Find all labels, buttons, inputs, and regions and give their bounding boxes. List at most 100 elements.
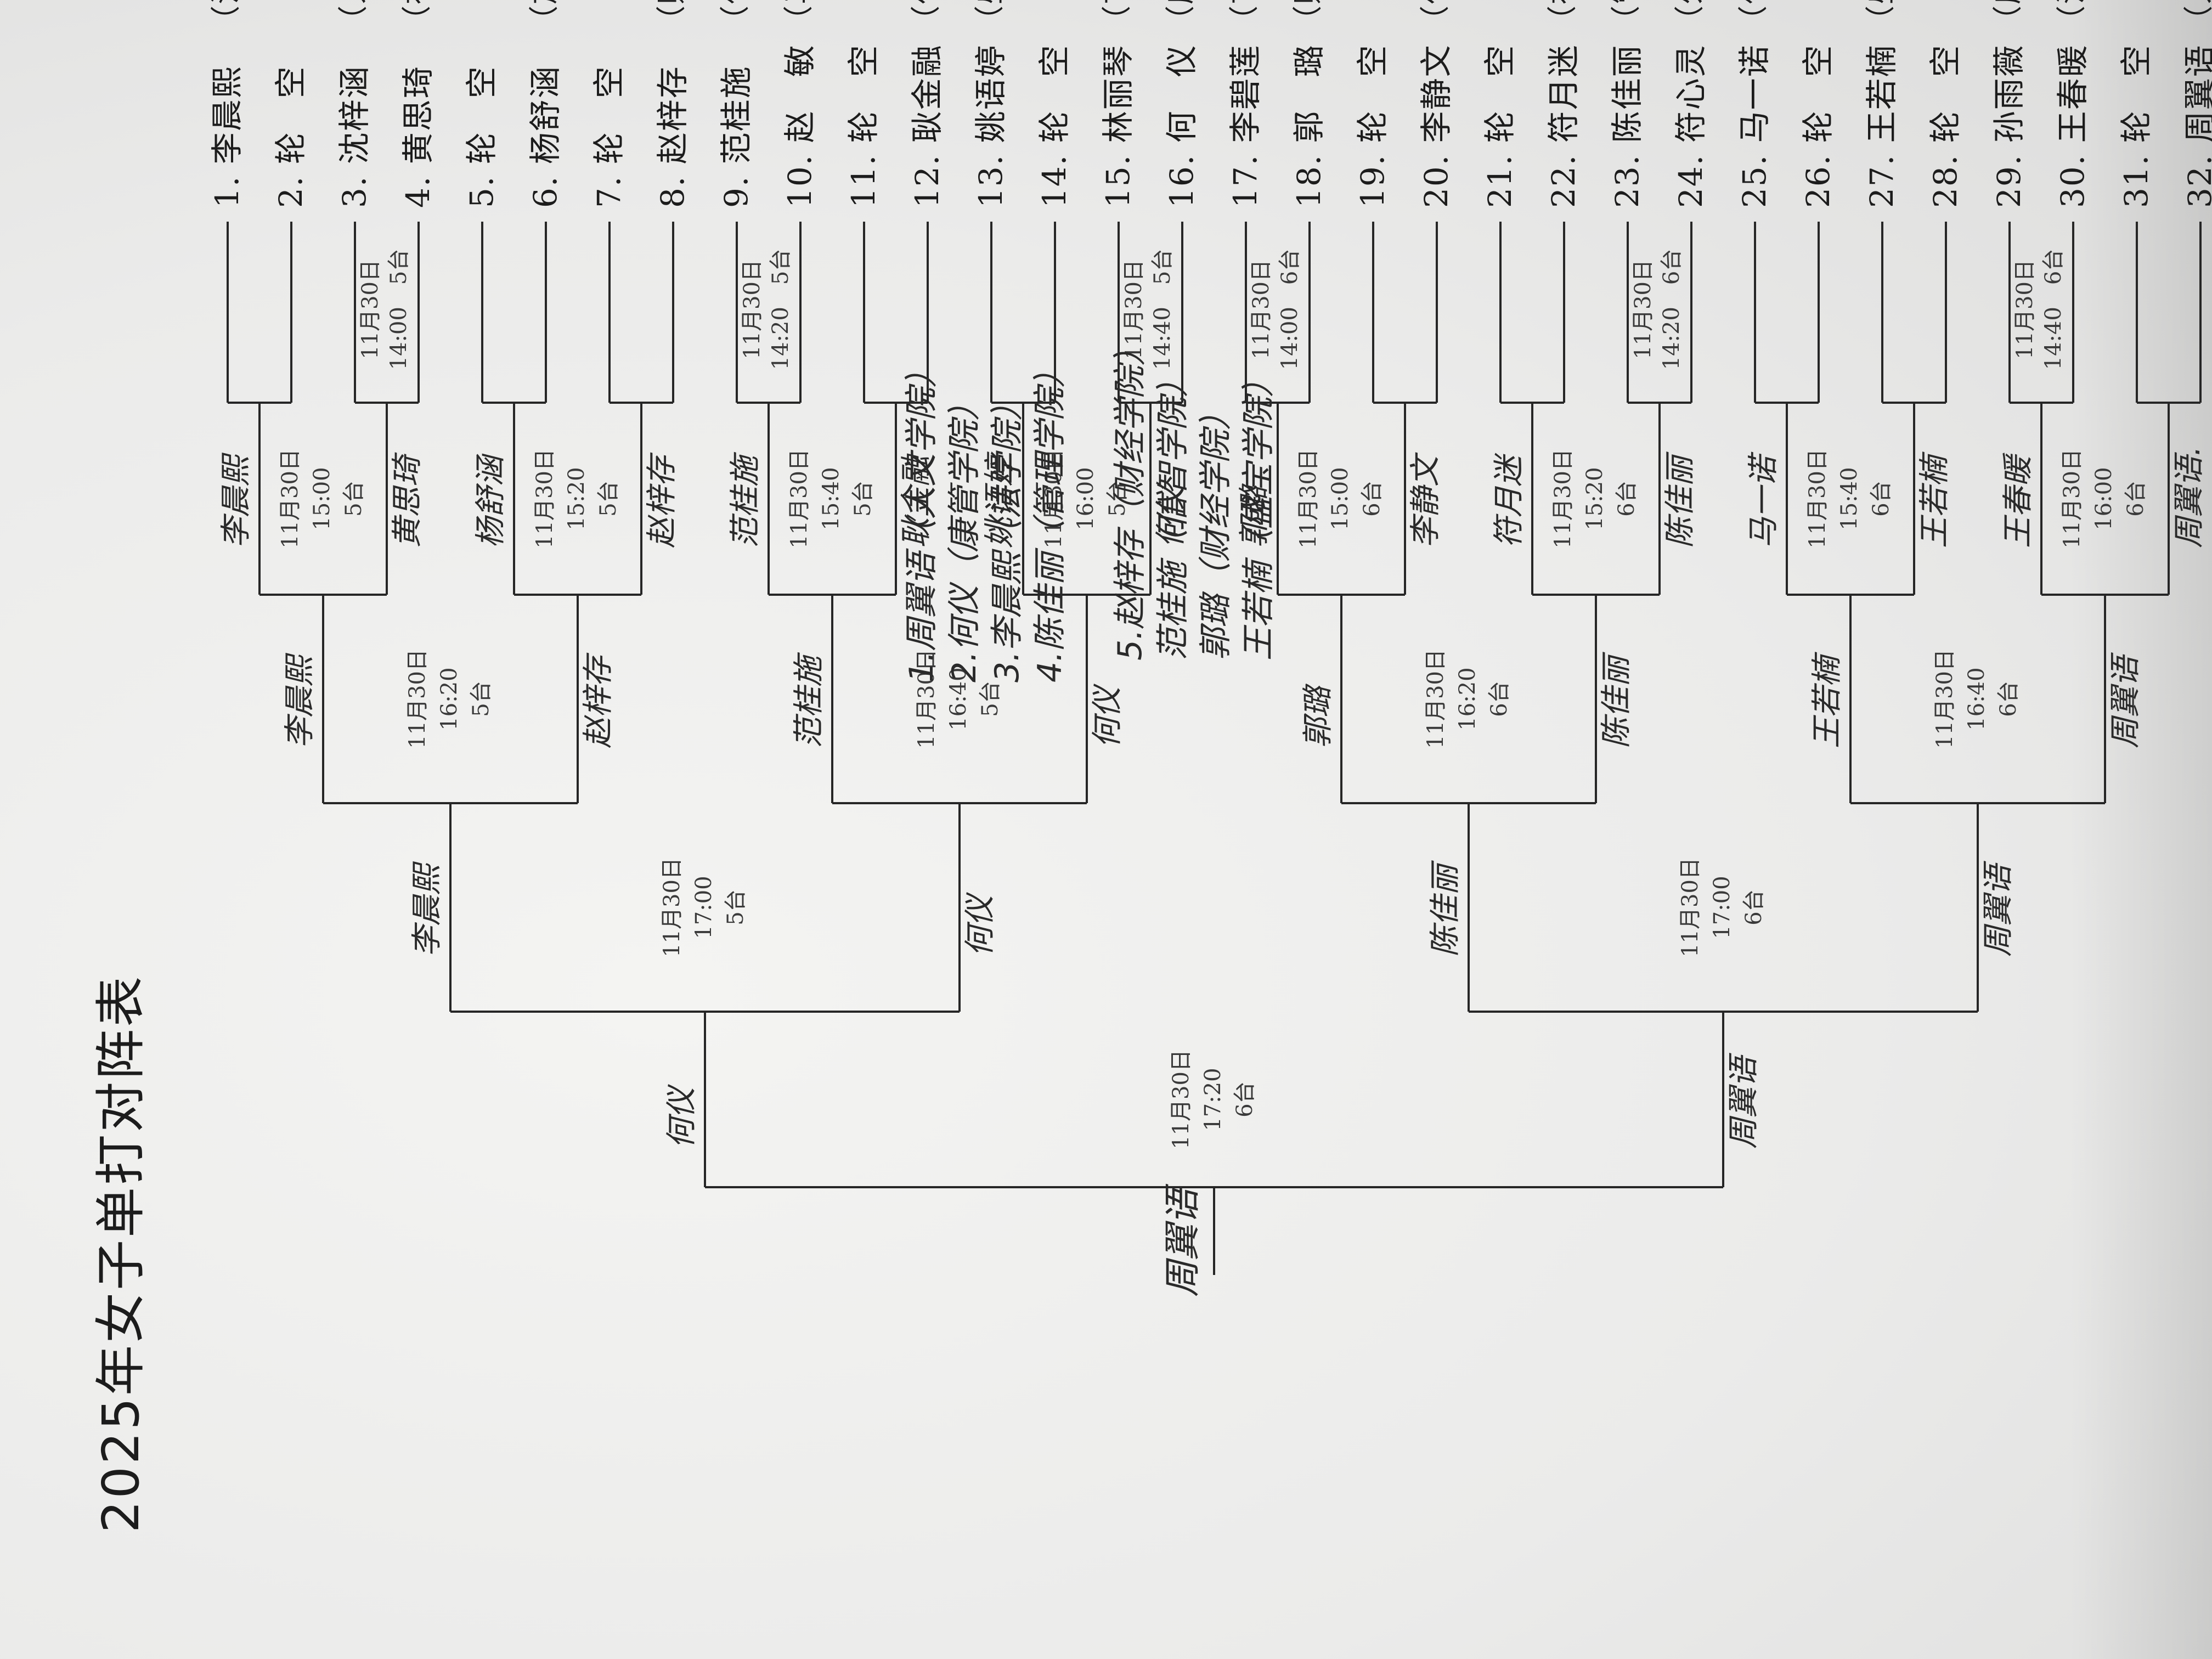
entry-player: 9. 范桂施	[718, 65, 755, 208]
entry-player: 8. 赵梓存	[654, 65, 691, 208]
entry-college: （马克思学院）	[781, 0, 816, 35]
round4-winner-handwritten: 周翼语	[1980, 865, 2016, 957]
round3-schedule: 11月30日	[405, 649, 430, 749]
entry-college: （社会学院）	[399, 0, 434, 35]
round2-schedule: 11月30日	[278, 449, 303, 549]
round2-schedule: 15:00	[309, 467, 335, 531]
round2-schedule: 5台	[341, 481, 366, 517]
round1-schedule: 11月30日	[2012, 259, 2038, 359]
round2-winner-handwritten: 赵梓存	[644, 456, 680, 548]
round2-winner-handwritten: 王春暖	[2000, 456, 2036, 548]
entry-player: 20. 李静文	[1418, 44, 1455, 208]
round3-winner-handwritten: 郭璐	[1300, 687, 1336, 748]
round3-winner-handwritten: 陈佳丽	[1599, 656, 1634, 748]
final-schedule: 11月30日	[1169, 1049, 1194, 1149]
round2-winner-handwritten: 马一诺	[1746, 456, 1781, 548]
round1-schedule: 14:40 5台	[1150, 249, 1175, 370]
final-schedule: 6台	[1232, 1081, 1257, 1118]
round2-schedule: 6台	[2123, 481, 2148, 517]
round3-winner-handwritten: 周翼语	[2108, 656, 2143, 748]
entry-college: （旅酒学院）	[527, 0, 561, 35]
entry-player: 21. 轮 空	[1481, 44, 1519, 208]
entry-college: （管理学院）	[1609, 0, 1643, 35]
entry-college: （信智学院）	[718, 0, 752, 35]
entry-player: 26. 轮 空	[1799, 44, 1837, 208]
champion-handwritten: 周翼语	[1161, 1188, 1204, 1297]
entry-college: （康管学院）	[1990, 0, 2025, 35]
entry-player: 11. 轮 空	[845, 44, 882, 208]
round2-schedule: 15:00	[1328, 467, 1353, 531]
round2-winner-handwritten: 范桂施	[727, 456, 763, 548]
round2-schedule: 11月30日	[2059, 449, 2085, 549]
round2-schedule: 16:00	[1073, 467, 1098, 531]
entry-player: 16. 何 仪	[1163, 44, 1200, 208]
round2-schedule: 15:20	[1582, 467, 1607, 531]
seed-list-item: 3.李晨熙（法学院）	[988, 387, 1026, 682]
entry-player: 3. 沈梓涵	[336, 65, 373, 208]
page-title: 2025年女子单打对阵表	[92, 974, 150, 1533]
entry-player: 2. 轮 空	[272, 65, 309, 208]
entry-college: （体育学院）	[909, 0, 943, 35]
seed-list-item: 王若楠（盛宝学院）	[1239, 364, 1278, 661]
round3-winner-handwritten: 何仪	[1090, 687, 1125, 748]
entry-college: （法 学院）	[208, 0, 243, 35]
round2-schedule: 5台	[596, 481, 621, 517]
round2-schedule: 11月30日	[1550, 449, 1576, 549]
round4-winner-handwritten: 陈佳丽	[1427, 865, 1463, 957]
seed-list-item: 5.赵梓存（财经学院）	[1111, 332, 1149, 661]
entry-college: （信智学院）	[1736, 0, 1770, 35]
seed-list-item: 范桂施（信智学院）	[1154, 364, 1192, 661]
round4-schedule: 17:00	[691, 876, 716, 939]
round3-winner-handwritten: 王若楠	[1809, 656, 1845, 748]
entry-college: （人文学院）	[2181, 0, 2212, 35]
round1-schedule: 11月30日	[1630, 259, 1656, 359]
entry-player: 30. 王春暖	[2054, 44, 2091, 208]
round3-schedule: 16:20	[1455, 667, 1480, 731]
round3-winner-handwritten: 范桂施	[791, 656, 827, 748]
entry-player: 23. 陈佳丽	[1609, 44, 1646, 208]
round1-schedule: 14:00 5台	[386, 249, 411, 370]
round2-schedule: 5台	[850, 481, 876, 517]
entry-player: 27. 王若楠	[1863, 44, 1900, 208]
round2-schedule: 6台	[1869, 481, 1894, 517]
entry-college: （财经学院）	[654, 0, 689, 35]
entry-college: （康管学院）	[1163, 0, 1198, 35]
entry-college: （财经学院）	[1290, 0, 1325, 35]
round3-schedule: 11月30日	[1423, 649, 1448, 749]
round3-schedule: 16:40	[1964, 667, 1989, 731]
round2-winner-handwritten: 黄思琦	[390, 456, 425, 548]
round1-schedule: 14:40 6台	[2041, 249, 2066, 370]
entry-player: 12. 耿金融	[909, 44, 946, 208]
round3-winner-handwritten: 李晨熙	[282, 656, 318, 748]
round4-schedule: 11月30日	[659, 857, 685, 957]
round3-schedule: 16:20	[437, 667, 462, 731]
round4-winner-handwritten: 何仪	[962, 895, 998, 957]
entry-college: （社会学院）	[1545, 0, 1579, 35]
entry-player: 19. 轮 空	[1354, 44, 1391, 208]
round1-schedule: 11月30日	[358, 259, 383, 359]
round2-schedule: 6台	[1614, 481, 1639, 517]
entry-player: 28. 轮 空	[1927, 44, 1964, 208]
round1-schedule: 14:20 6台	[1659, 249, 1684, 370]
entry-player: 31. 轮 空	[2118, 44, 2155, 208]
round2-schedule: 15:20	[564, 467, 589, 531]
entry-player: 18. 郭 璐	[1290, 44, 1328, 208]
entry-college: （盛宝学院）	[1863, 0, 1898, 35]
entry-player: 6. 杨舒涵	[527, 65, 564, 208]
seed-list-item: 4.陈佳丽（管理学院）	[1031, 354, 1069, 682]
entry-player: 14. 轮 空	[1036, 44, 1073, 208]
entry-college: （体育学院）	[1418, 0, 1452, 35]
entry-player: 1. 李晨熙	[208, 65, 246, 208]
round2-schedule: 16:00	[2091, 467, 2117, 531]
seed-list-item: 1.周翼语（人文学院）	[902, 354, 941, 682]
entry-college: （法 学院）	[2054, 0, 2089, 35]
round2-schedule: 11月30日	[532, 449, 557, 549]
entry-player: 13. 姚语婷	[972, 44, 1009, 208]
round2-winner-handwritten: 李静文	[1408, 456, 1443, 548]
round1-schedule: 11月30日	[1249, 259, 1274, 359]
round3-schedule: 5台	[469, 681, 494, 717]
round3-schedule: 6台	[1487, 681, 1512, 717]
entry-player: 25. 马一诺	[1736, 44, 1773, 208]
